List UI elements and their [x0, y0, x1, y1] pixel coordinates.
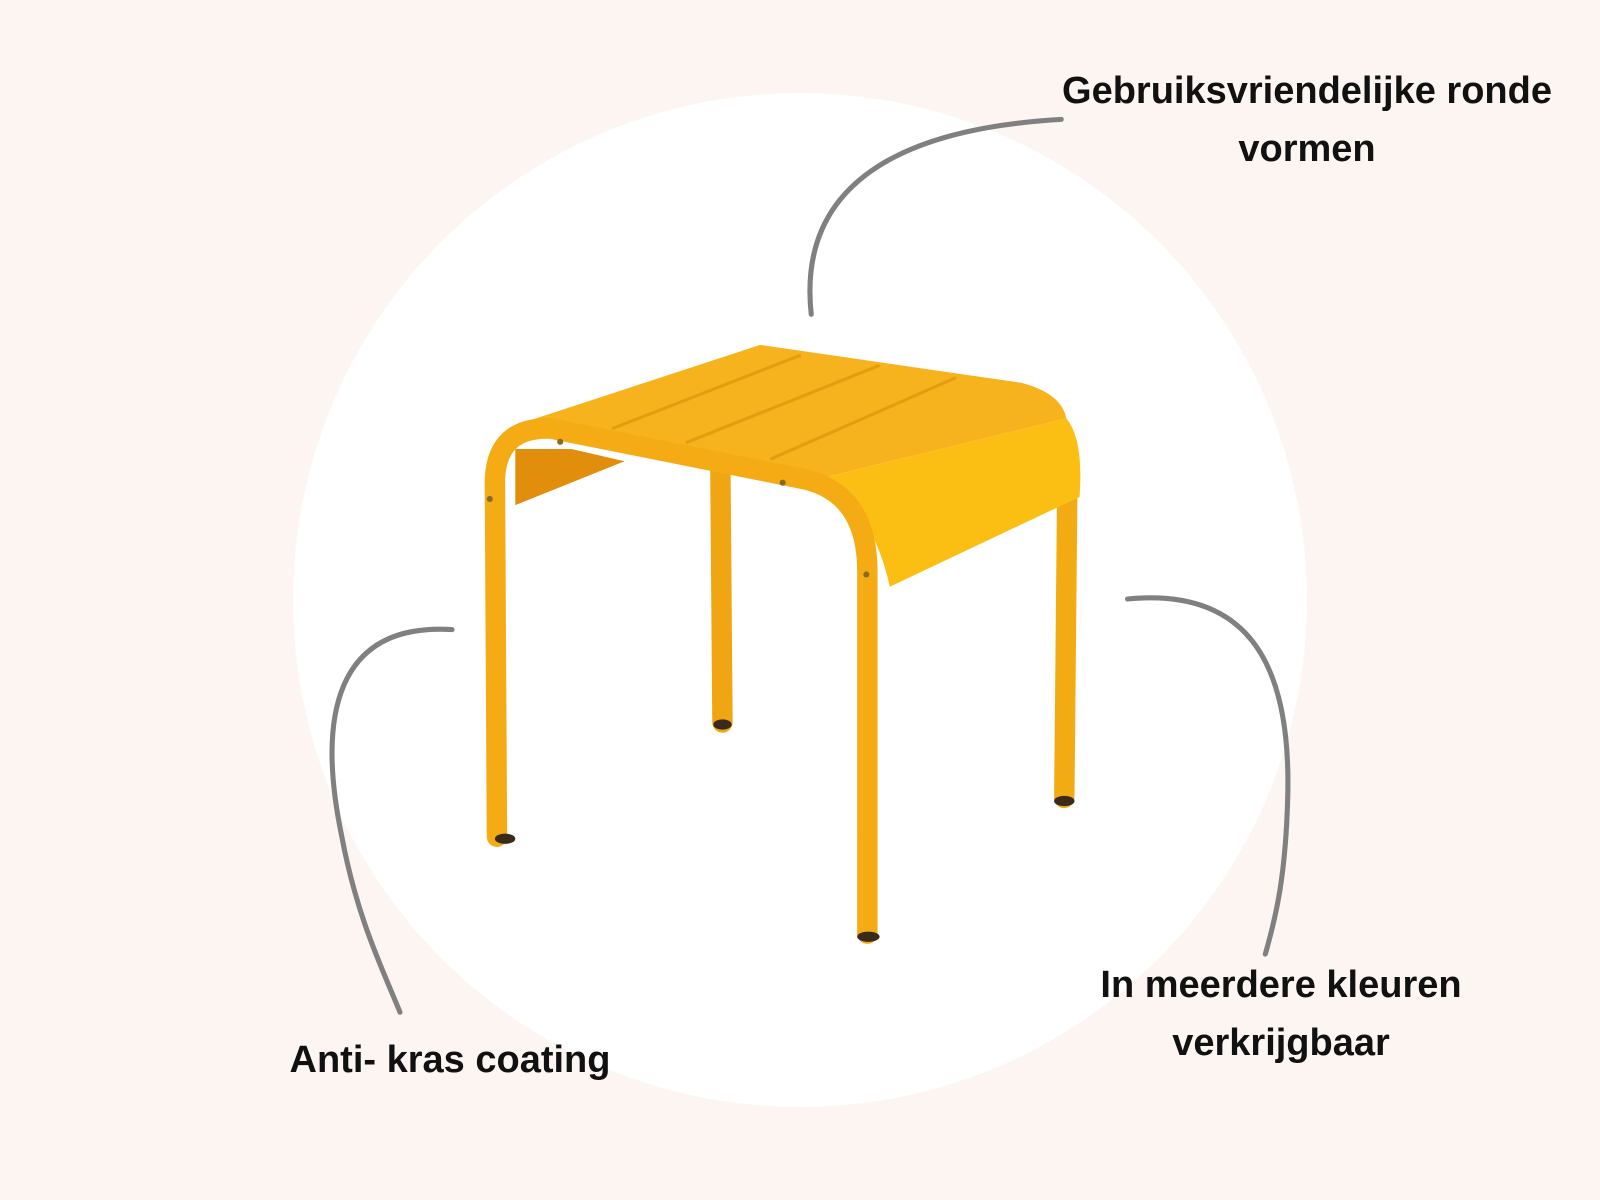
callout-line-rounded-shapes — [807, 116, 1064, 317]
callout-line-anti-scratch — [329, 626, 455, 1015]
feature-text: Anti- kras coating — [289, 1039, 611, 1081]
callout-line-colors — [1125, 595, 1291, 957]
feature-text: vormen — [1238, 128, 1376, 170]
feature-label-anti-scratch: Anti- kras coating — [290, 1031, 611, 1089]
feature-text: Gebruiksvriendelijke ronde — [1062, 70, 1552, 112]
feature-label-colors: In meerdere kleuren verkrijgbaar — [1100, 956, 1461, 1072]
feature-text: verkrijgbaar — [1172, 1022, 1390, 1064]
stool-image — [484, 344, 1081, 944]
feature-text: In meerdere kleuren — [1100, 964, 1462, 1006]
callout-lines — [329, 116, 1291, 1015]
feature-label-rounded-shapes: Gebruiksvriendelijke ronde vormen — [1062, 62, 1552, 178]
